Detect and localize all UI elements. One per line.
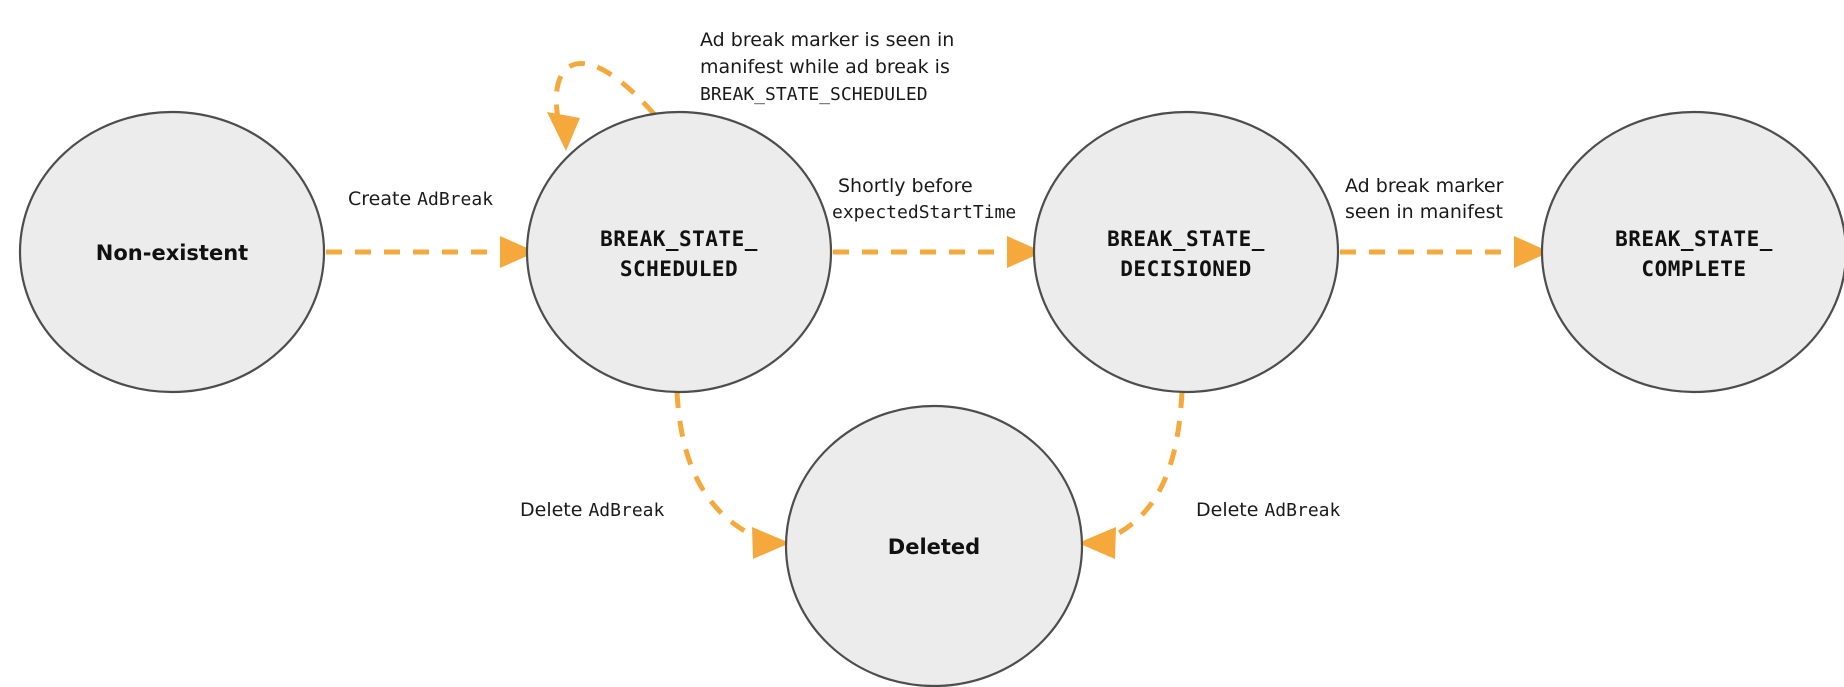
- node-break-state-complete[interactable]: BREAK_STATE_ COMPLETE: [1540, 110, 1844, 394]
- edge-label-self-loop-line3: BREAK_STATE_SCHEDULED: [700, 84, 928, 105]
- node-label-break-state-decisioned-line1: BREAK_STATE_: [1107, 227, 1265, 251]
- edge-label-delete-from-scheduled: Delete AdBreak: [520, 499, 664, 521]
- arrowhead-icon: [500, 236, 536, 268]
- node-non-existent[interactable]: Non-existent: [18, 110, 326, 394]
- edge-label-part-mono: AdBreak: [588, 500, 664, 521]
- node-shape: [1032, 110, 1340, 394]
- node-shape: [525, 110, 833, 394]
- edge-line: [674, 391, 769, 545]
- node-shape: [784, 404, 1084, 687]
- nodes-layer: Non-existent BREAK_STATE_ SCHEDULED BREA…: [18, 110, 1844, 687]
- edge-delete-from-decisioned[interactable]: [1078, 391, 1185, 559]
- edge-label-self-loop-line1: Ad break marker is seen in: [700, 29, 954, 51]
- edge-marker-seen-manifest[interactable]: [1340, 236, 1550, 268]
- node-shape: [18, 110, 326, 394]
- edge-scheduled-self-loop[interactable]: [547, 61, 656, 151]
- arrowhead-icon: [547, 112, 580, 151]
- node-deleted[interactable]: Deleted: [784, 404, 1084, 687]
- arrowhead-icon: [1007, 236, 1043, 268]
- node-label-deleted: Deleted: [888, 535, 980, 559]
- edge-label-shortly-before-line2: expectedStartTime: [832, 202, 1016, 223]
- edge-label-delete-from-decisioned: Delete AdBreak: [1196, 499, 1340, 521]
- node-label-break-state-scheduled-line2: SCHEDULED: [620, 257, 738, 281]
- node-break-state-decisioned[interactable]: BREAK_STATE_ DECISIONED: [1032, 110, 1340, 394]
- edge-label-create-adbreak: Create AdBreak: [348, 188, 493, 210]
- edge-line: [553, 61, 656, 129]
- edge-label-self-loop-line2: manifest while ad break is: [700, 56, 950, 78]
- edges-layer: [326, 61, 1550, 559]
- node-label-break-state-complete-line1: BREAK_STATE_: [1615, 227, 1773, 251]
- node-shape: [1540, 110, 1844, 394]
- node-label-break-state-scheduled-line1: BREAK_STATE_: [600, 227, 758, 251]
- node-label-break-state-complete-line2: COMPLETE: [1641, 257, 1746, 281]
- edge-label-marker-seen-line1: Ad break marker: [1345, 175, 1504, 197]
- edge-label-part-sans: Delete: [1196, 499, 1264, 521]
- edge-create-adbreak[interactable]: [326, 236, 536, 268]
- edge-label-marker-seen-line2: seen in manifest: [1345, 201, 1503, 223]
- node-label-non-existent: Non-existent: [96, 241, 248, 265]
- edge-label-part-mono: AdBreak: [417, 189, 493, 210]
- edge-label-part-mono: AdBreak: [1264, 500, 1340, 521]
- edge-line: [1099, 391, 1185, 545]
- node-label-break-state-decisioned-line2: DECISIONED: [1120, 257, 1251, 281]
- edge-delete-from-scheduled[interactable]: [674, 391, 790, 559]
- edge-labels-layer: Create AdBreak Ad break marker is seen i…: [348, 29, 1504, 521]
- arrowhead-icon: [1514, 236, 1550, 268]
- edge-label-part-sans: Delete: [520, 499, 588, 521]
- edge-label-part-sans: Create: [348, 188, 417, 210]
- node-break-state-scheduled[interactable]: BREAK_STATE_ SCHEDULED: [525, 110, 833, 394]
- edge-label-shortly-before-line1: Shortly before: [838, 175, 973, 197]
- arrowhead-icon: [1078, 527, 1116, 559]
- arrowhead-icon: [752, 527, 790, 559]
- edge-shortly-before[interactable]: [833, 236, 1043, 268]
